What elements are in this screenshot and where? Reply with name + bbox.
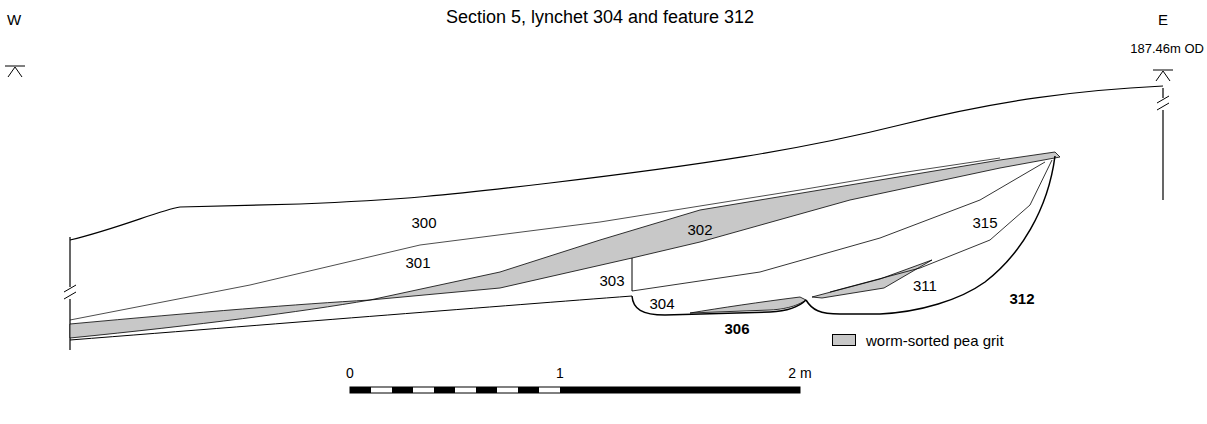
context-number: 311 — [913, 278, 937, 293]
datum-symbol — [5, 66, 25, 77]
grit-band — [70, 300, 370, 338]
scale-label: 2 m — [788, 366, 811, 380]
datum-symbol — [1153, 70, 1173, 81]
layer-boundary — [830, 160, 1052, 292]
scale-segment — [350, 387, 371, 393]
cut-line — [806, 156, 1055, 314]
compass-label: W — [7, 12, 21, 27]
context-number: 304 — [649, 296, 674, 311]
cut-number: 306 — [724, 321, 749, 336]
break-mark — [64, 285, 76, 299]
compass-label: E — [1158, 12, 1168, 27]
context-number: 303 — [599, 273, 624, 288]
scale-segment — [518, 387, 539, 393]
grit-band — [690, 297, 806, 313]
break-mark — [1157, 96, 1169, 110]
context-number: 315 — [972, 215, 997, 230]
legend-text: worm-sorted pea grit — [866, 333, 1004, 348]
drawing-title: Section 5, lynchet 304 and feature 312 — [446, 8, 754, 26]
scale-label: 1 — [556, 366, 564, 380]
cut-line — [632, 296, 806, 315]
layer-boundary — [632, 258, 633, 291]
context-number: 300 — [411, 215, 436, 230]
legend-swatch — [832, 334, 856, 346]
scale-bar — [350, 387, 800, 393]
scale-segment — [392, 387, 413, 393]
context-number: 301 — [405, 255, 430, 270]
layer-boundary — [70, 158, 1000, 320]
datum-label: 187.46m OD — [1130, 42, 1204, 55]
scale-segment — [476, 387, 497, 393]
layer-boundary — [632, 162, 1045, 291]
grit-band — [370, 152, 1060, 300]
scale-label: 0 — [346, 366, 354, 380]
cut-number: 312 — [1009, 291, 1034, 306]
scale-segment — [434, 387, 455, 393]
context-number: 302 — [687, 222, 712, 237]
natural-surface — [70, 296, 632, 340]
ground-surface — [70, 86, 1163, 240]
